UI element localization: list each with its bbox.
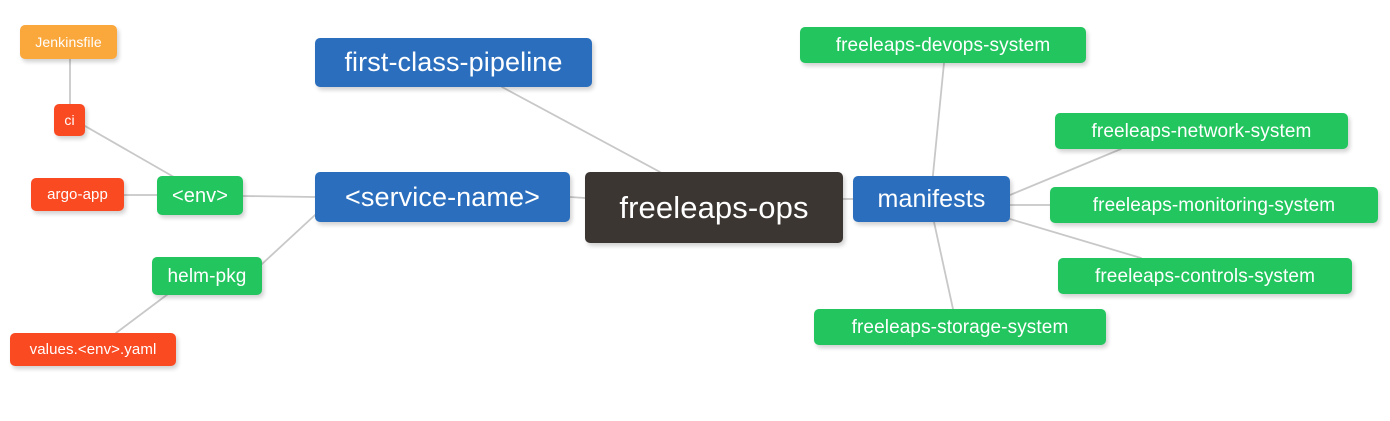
node-argo-app[interactable]: argo-app xyxy=(31,178,124,211)
node-env[interactable]: <env> xyxy=(157,176,243,215)
node-label: helm-pkg xyxy=(167,265,247,287)
node-label: freeleaps-devops-system xyxy=(835,34,1051,56)
edge-service-name-to-helm-pkg xyxy=(261,214,316,265)
node-freeleaps-monitoring-system[interactable]: freeleaps-monitoring-system xyxy=(1050,187,1378,223)
node-freeleaps-devops-system[interactable]: freeleaps-devops-system xyxy=(800,27,1086,63)
node-jenkinsfile[interactable]: Jenkinsfile xyxy=(20,25,117,59)
node-manifests[interactable]: manifests xyxy=(853,176,1010,222)
node-label: freeleaps-monitoring-system xyxy=(1092,194,1336,216)
node-values-env-yaml[interactable]: values.<env>.yaml xyxy=(10,333,176,366)
node-freeleaps-ops[interactable]: freeleaps-ops xyxy=(585,172,843,243)
node-label: <service-name> xyxy=(345,181,540,212)
node-label: freeleaps-network-system xyxy=(1091,120,1312,142)
edge-service-name-to-freeleaps-ops xyxy=(569,196,586,199)
node-freeleaps-storage-system[interactable]: freeleaps-storage-system xyxy=(814,309,1106,345)
node-freeleaps-controls-system[interactable]: freeleaps-controls-system xyxy=(1058,258,1352,294)
edge-manifests-to-freeleaps-storage-system xyxy=(933,221,954,310)
edge-manifests-to-freeleaps-controls-system xyxy=(1009,218,1142,259)
node-label: freeleaps-controls-system xyxy=(1094,265,1316,287)
node-label: values.<env>.yaml xyxy=(29,341,157,358)
node-label: ci xyxy=(64,112,75,128)
node-ci[interactable]: ci xyxy=(54,104,85,136)
node-label: freeleaps-ops xyxy=(619,190,809,225)
node-label: argo-app xyxy=(47,186,108,203)
edge-first-class-pipeline-to-freeleaps-ops xyxy=(501,86,661,173)
node-freeleaps-network-system[interactable]: freeleaps-network-system xyxy=(1055,113,1348,149)
node-first-class-pipeline[interactable]: first-class-pipeline xyxy=(315,38,592,87)
node-label: <env> xyxy=(171,184,229,207)
node-service-name[interactable]: <service-name> xyxy=(315,172,570,222)
node-label: first-class-pipeline xyxy=(344,47,563,77)
node-label: freeleaps-storage-system xyxy=(851,316,1069,338)
node-label: manifests xyxy=(877,184,986,213)
node-helm-pkg[interactable]: helm-pkg xyxy=(152,257,262,295)
edge-env-to-service-name xyxy=(242,195,316,198)
node-label: Jenkinsfile xyxy=(35,34,102,50)
